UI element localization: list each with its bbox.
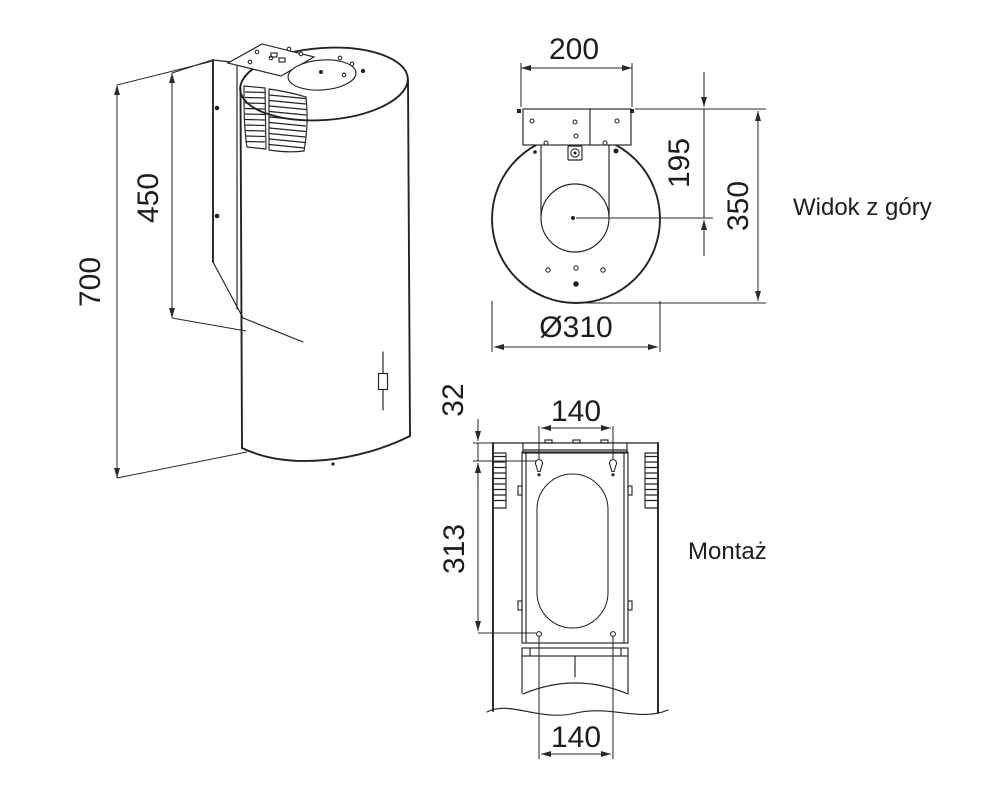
dimension-350: 350: [586, 108, 766, 304]
top-view-fitting: [533, 145, 619, 287]
dim-32-label: 32: [437, 383, 470, 416]
lower-mount-hole: [610, 631, 616, 637]
mount-plate: [517, 439, 633, 694]
dim-140-top-label: 140: [551, 395, 601, 428]
dim-700-label: 700: [74, 257, 107, 307]
slider-control: [377, 351, 389, 411]
plate-oval-cutout: [536, 473, 609, 629]
wall-mount-panel: [212, 59, 304, 343]
mount-view-title: Montaż: [688, 538, 767, 565]
keyhole-slot: [608, 459, 618, 477]
dim-140-bottom-label: 140: [551, 721, 601, 754]
cylinder-bottom-edge: [241, 435, 411, 462]
dimension-195: 195: [576, 72, 713, 256]
dimension-313: 313: [438, 463, 536, 634]
top-view: 200 195 350 Ø310 Widok z góry: [491, 33, 932, 352]
break-lines: [486, 682, 669, 716]
dim-195-label: 195: [663, 138, 696, 188]
lower-mount-hole: [536, 631, 542, 637]
isometric-view: 700 450: [74, 43, 411, 479]
dimension-700: 700: [74, 60, 248, 479]
dimension-450: 450: [132, 59, 247, 332]
dimension-32: 32: [437, 383, 536, 485]
dim-450-label: 450: [132, 173, 165, 223]
top-view-plate: [517, 108, 634, 146]
dimension-140-top: 140: [538, 395, 614, 459]
dim-350-label: 350: [722, 181, 755, 231]
dimension-200: 200: [520, 33, 633, 107]
slider-knob: [377, 372, 389, 391]
top-view-title: Widok z góry: [793, 194, 932, 221]
dimension-diameter: Ø310: [491, 301, 661, 352]
dim-310-label: Ø310: [539, 311, 612, 344]
keyhole-slot: [534, 459, 544, 477]
mount-louver-strips: [492, 452, 659, 509]
panel-hole: [214, 213, 220, 219]
dimension-140-bottom: 140: [538, 637, 614, 759]
dim-200-label: 200: [549, 33, 599, 66]
dim-313-label: 313: [438, 524, 471, 574]
hood-cylinder: [226, 43, 411, 466]
mount-view: 32 140 313 140 Montaż: [437, 383, 767, 759]
panel-hole: [214, 105, 220, 111]
louver-vents: [243, 85, 308, 153]
duct-opening: [287, 59, 357, 91]
